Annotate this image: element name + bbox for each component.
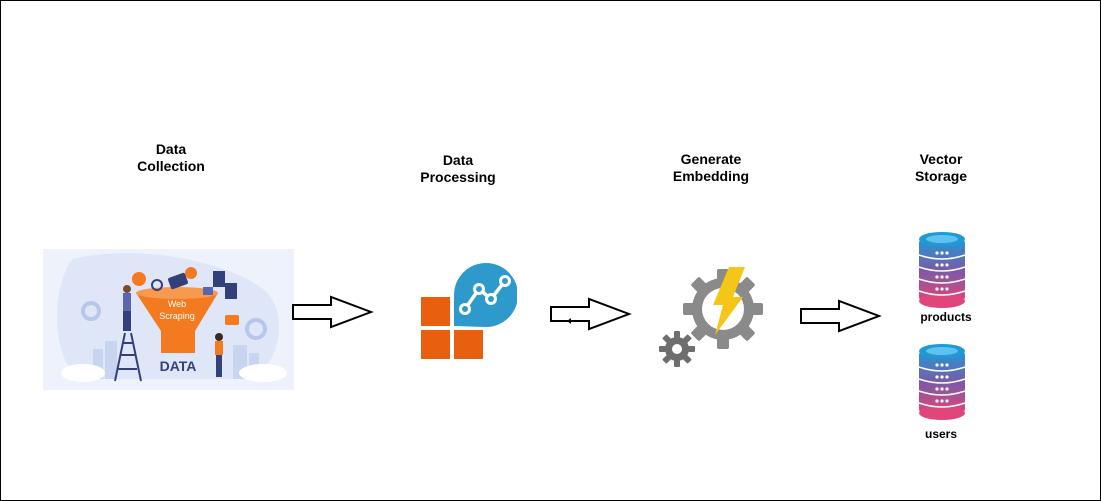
- flow-arrow-processing-to-embedding: [550, 297, 632, 331]
- svg-text:Web: Web: [168, 299, 186, 309]
- web-scraping-illustration: Web Scraping DATA: [43, 249, 294, 390]
- gear-bolt-icon: [659, 265, 765, 367]
- flow-arrow-embedding-to-storage: [800, 299, 882, 333]
- database-label-users: users: [924, 427, 958, 441]
- users-database-icon: [918, 343, 966, 421]
- flow-arrow-collection-to-processing: [292, 295, 374, 329]
- svg-text:DATA: DATA: [160, 358, 197, 374]
- database-label-products: products: [920, 310, 972, 324]
- data-processing-icon: [421, 263, 518, 361]
- products-database-icon: [918, 231, 966, 309]
- svg-text:Scraping: Scraping: [159, 311, 195, 321]
